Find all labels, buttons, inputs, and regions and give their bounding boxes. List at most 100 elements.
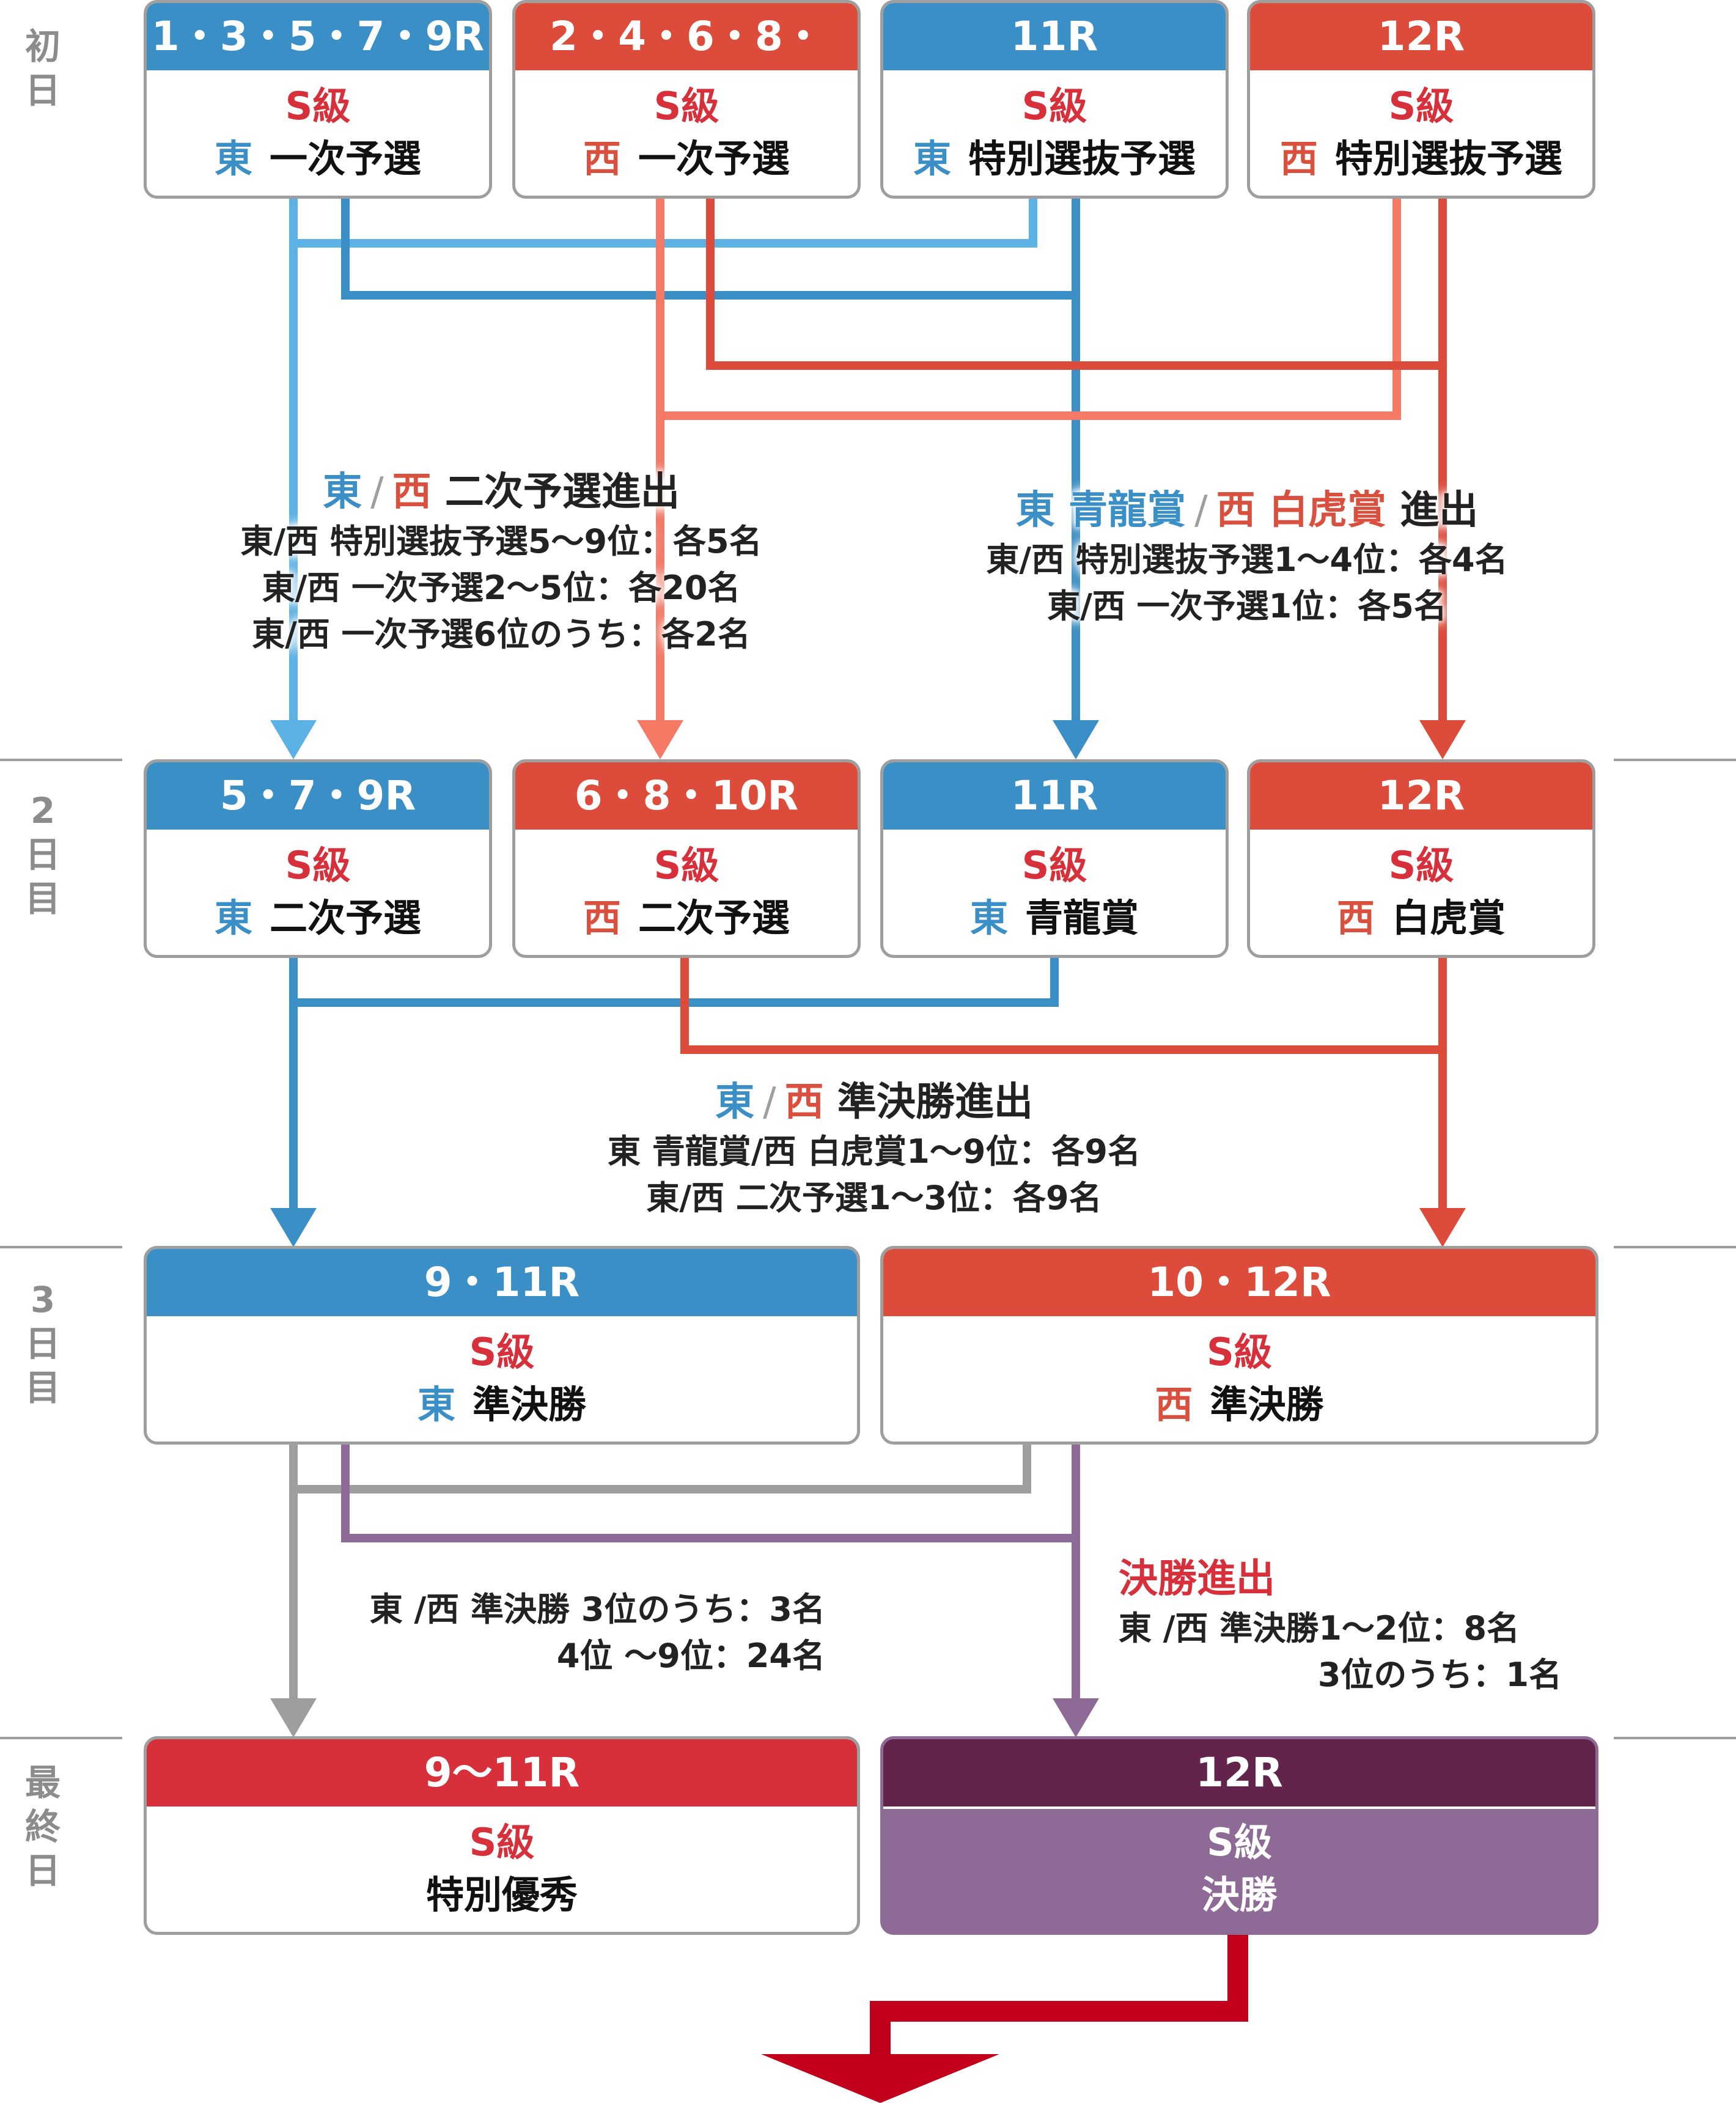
side-label: 東 [417,1382,455,1427]
note-east-label: 東 [323,470,362,515]
stage-title: 準決勝 [1210,1382,1324,1427]
side-label: 西 [1279,136,1318,181]
class-label: S級 [1388,84,1454,128]
class-label: S級 [469,1820,535,1865]
race-number: 2・4・6・8・10R [515,3,858,127]
side-label: 東 [214,136,252,181]
stage-title: 特別選抜予選 [968,136,1196,181]
line-east-dark-vertical-arrowhead [1053,720,1099,759]
stage-title: 準決勝 [473,1382,587,1427]
card-day1-east-special-qualifier: 11R S級 東特別選抜予選 [880,0,1229,199]
day-label-1: 初日 [24,26,61,111]
card-day2-east-second-qualifier: 5・7・9R S級 東二次予選 [144,759,492,958]
class-label: S級 [1021,84,1087,128]
day-label-4: 最終日 [24,1762,61,1891]
side-label: 西 [1155,1382,1193,1427]
card-day1-east-first-qualifier: 1・3・5・7・9R S級 東一次予選 [144,0,492,199]
line-east-light-vertical-arrowhead [270,720,317,759]
class-label: S級 [653,843,719,888]
note-slash: / [370,470,384,515]
note-line: 3位のうち：1名 [1317,1656,1562,1694]
note-second-qualifier-advance: 東/西 二次予選進出 東/西 特別選抜予選5〜9位：各5名 東/西 一次予選2〜… [189,466,813,658]
card-final-day-special-excellence: 9〜11R S級 特別優秀 [144,1736,860,1935]
stage-title: 特別優秀 [425,1873,578,1917]
card-day1-west-special-qualifier: 12R S級 西特別選抜予選 [1247,0,1595,199]
line-east-semifinal-vertical-arrowhead [270,1208,317,1247]
line-west-light-branch [660,199,1401,420]
note-special-excellence-advance: 東 /西 準決勝 3位のうち：3名 4位 〜9位：24名 [306,1586,825,1679]
card-day3-west-semifinal: 10・12R S級 西準決勝 [880,1246,1598,1445]
line-purple-vertical-arrowhead [1053,1698,1099,1737]
note-line: 東/西 一次予選6位のうち：各2名 [252,615,751,654]
class-label: S級 [1021,843,1087,888]
stage-title: 白虎賞 [1392,896,1506,940]
note-line: 東/西 一次予選2〜5位：各20名 [262,569,741,607]
stage-title: 二次予選 [638,896,790,940]
race-number: 1・3・5・7・9R [147,3,489,73]
race-number: 10・12R [883,1249,1595,1319]
note-line: 東 /西 準決勝 3位のうち：3名 [369,1590,825,1629]
card-day2-east-seiryu: 11R S級 東青龍賞 [880,759,1229,958]
card-day2-west-byakko: 12R S級 西白虎賞 [1247,759,1595,958]
side-label: 東 [913,136,951,181]
card-final-day-final: 12R S級 決勝 [880,1736,1598,1935]
note-east-label: 東 [715,1080,755,1125]
card-day2-west-second-qualifier: 6・8・10R S級 西二次予選 [512,759,861,958]
note-west-label: 西 白虎賞 [1216,488,1386,533]
stage-title: 一次予選 [638,136,790,181]
race-number: 9〜11R [147,1739,857,1809]
stage-title: 特別選抜予選 [1335,136,1563,181]
line-east-semifinal-branch [293,958,1059,1007]
note-west-label: 西 [784,1080,824,1125]
note-heading: 決勝進出 [1119,1556,1275,1602]
race-number: 12R [1250,3,1592,73]
note-final-advance: 決勝進出 東 /西 準決勝1〜2位：8名 3位のうち：1名 [1119,1553,1608,1698]
side-label: 西 [583,896,621,940]
side-label: 東 [214,896,252,940]
line-west-semifinal-branch [680,958,1443,1054]
race-number: 11R [883,3,1226,73]
note-seiryu-byakko-advance: 東 青龍賞/西 白虎賞 進出 東/西 特別選抜予選1〜4位：各4名 東/西 一次… [917,484,1577,630]
note-line: 4位 〜9位：24名 [556,1637,825,1675]
note-line: 東 青龍賞/西 白虎賞1〜9位：各9名 [607,1132,1141,1171]
stage-title: 一次予選 [270,136,422,181]
race-number: 12R [883,1739,1595,1809]
class-label: S級 [1207,1330,1272,1374]
note-line: 東/西 二次予選1〜3位：各9名 [646,1179,1102,1217]
note-semifinal-advance: 東/西 準決勝進出 東 青龍賞/西 白虎賞1〜9位：各9名 東/西 二次予選1〜… [538,1076,1210,1221]
note-west-label: 西 [392,470,432,515]
card-day1-west-first-qualifier: 2・4・6・8・10R S級 西一次予選 [512,0,861,199]
race-number: 9・11R [147,1249,857,1319]
note-line: 東/西 特別選抜予選5〜9位：各5名 [240,522,762,561]
side-label: 東 [969,896,1008,940]
race-number: 6・8・10R [515,762,858,832]
note-slash: / [763,1080,776,1125]
race-number: 11R [883,762,1226,832]
class-label: S級 [285,843,351,888]
note-heading: 準決勝進出 [837,1080,1033,1125]
stage-title: 二次予選 [270,896,422,940]
class-label: S級 [469,1330,535,1374]
class-label: S級 [1207,1820,1272,1865]
card-day3-east-semifinal: 9・11R S級 東準決勝 [144,1246,860,1445]
line-west-dark-branch [706,199,1443,370]
note-slash: / [1194,488,1208,533]
race-number: 5・7・9R [147,762,489,832]
line-west-semifinal-vertical-arrowhead [1419,1208,1466,1247]
side-label: 西 [583,136,621,181]
line-west-light-vertical-arrowhead [637,720,683,759]
class-label: S級 [285,84,351,128]
line-gray-branch [293,1445,1031,1493]
class-label: S級 [1388,843,1454,888]
line-final-exit [870,1935,1248,2060]
note-east-label: 東 青龍賞 [1015,488,1186,533]
line-purple-branch [341,1445,1076,1542]
side-label: 西 [1336,896,1375,940]
note-line: 東/西 一次予選1位：各5名 [1047,587,1447,625]
stage-title: 青龍賞 [1025,896,1139,940]
class-label: S級 [653,84,719,128]
line-east-dark-branch [341,199,1076,300]
